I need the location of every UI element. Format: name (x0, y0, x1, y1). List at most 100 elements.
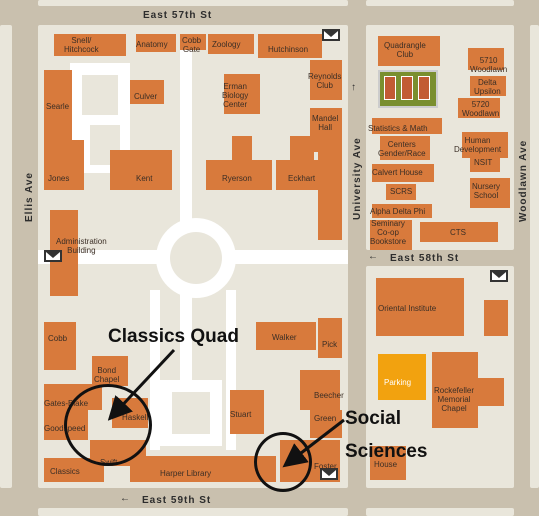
building-snell (54, 34, 126, 56)
label-snell: Snell/ Hitchcock (64, 36, 99, 54)
building-scrs (386, 184, 416, 200)
label-hutchinson: Hutchinson (268, 45, 309, 54)
building-culver (130, 80, 164, 104)
street-label-university: University Ave (352, 137, 363, 220)
mailbox-icon (322, 29, 340, 41)
walkway-center-vert (180, 50, 192, 250)
label-centers: Centers Gender/Race (378, 140, 426, 158)
building-zoology (208, 34, 254, 54)
building-5710 (468, 48, 504, 70)
building-harper (130, 456, 276, 482)
label-delta-upsilon: Delta Upsilon (474, 78, 501, 96)
building-stuart (230, 390, 264, 434)
tennis-courts (378, 70, 438, 108)
parking-lot (378, 354, 426, 400)
label-stats: Statistics & Math (368, 124, 428, 133)
building-stats (372, 118, 442, 134)
building-walker (256, 322, 316, 350)
label-jones: Jones (48, 174, 70, 183)
building-cts (420, 222, 498, 242)
street-label-58th: East 58th St (390, 253, 460, 264)
building-cobb (44, 322, 76, 370)
building-searle (44, 70, 72, 140)
building-oriental (376, 278, 464, 336)
label-scrs: SCRS (390, 187, 413, 196)
building-ida-noyes (370, 446, 406, 480)
label-rockefeller: Rockefeller Memorial Chapel (434, 386, 475, 413)
label-seminary: Seminary Co-op Bookstore (370, 219, 407, 246)
building-eckhart-north (290, 136, 314, 162)
building-calvert (372, 164, 434, 182)
building-nsit (470, 156, 500, 172)
building-ryerson (206, 160, 272, 190)
walkway-quad-inner (82, 75, 118, 115)
mailbox-icon (44, 250, 62, 262)
building-oriental-east (484, 300, 508, 336)
label-5710: 5710 Woodlawn (470, 56, 508, 74)
building-mandel (310, 108, 342, 152)
building-adp (372, 204, 432, 218)
label-5720: 5720 Woodlawn (462, 100, 500, 118)
label-cobb-gate: Cobb Gate (182, 36, 202, 54)
walkway-lower-vert (180, 290, 192, 390)
street-label-woodlawn: Woodlawn Ave (518, 139, 529, 222)
building-cobb-gate (180, 34, 206, 50)
building-pick (318, 318, 342, 358)
arrow-up-icon: ↑ (351, 82, 357, 93)
label-cts: CTS (450, 228, 466, 237)
road-58th (350, 250, 539, 266)
label-ida-noyes: House (374, 460, 398, 469)
label-calvert: Calvert House (372, 168, 423, 177)
label-harper: Harper Library (160, 469, 212, 478)
building-ryerson-north (232, 136, 252, 162)
label-walker: Walker (272, 333, 297, 342)
street-label-ellis: Ellis Ave (24, 172, 35, 222)
arrow-left-icon: ← (120, 493, 131, 504)
label-human-dev: Human Development (454, 136, 502, 154)
label-anatomy: Anatomy (136, 40, 168, 49)
block-top-edge (38, 0, 348, 6)
building-human-dev (462, 132, 508, 158)
building-east-wing (318, 150, 342, 240)
label-stuart: Stuart (230, 410, 252, 419)
label-kent: Kent (136, 174, 153, 183)
label-cobb: Cobb (48, 334, 68, 343)
label-beecher: Beecher (314, 391, 344, 400)
label-mandel: Mandel Hall (312, 114, 339, 132)
label-nursery: Nursery School (472, 182, 501, 200)
block-bottom-edge (38, 508, 348, 516)
building-erman (224, 74, 260, 114)
label-parking: Parking (384, 378, 412, 387)
building-centers (380, 136, 430, 160)
label-foster: Foster (314, 462, 337, 471)
street-label-59th: East 59th St (142, 495, 212, 506)
callout-classics-quad: Classics Quad (108, 326, 239, 347)
label-classics: Classics (50, 467, 80, 476)
label-eckhart: Eckhart (288, 174, 316, 183)
building-reynolds (310, 60, 342, 100)
circle-classics-quad (64, 384, 152, 466)
building-beecher (300, 370, 340, 410)
building-rockefeller-wing (470, 378, 504, 406)
block-top-edge-right (366, 0, 514, 6)
building-anatomy (136, 34, 176, 52)
label-pick: Pick (322, 340, 338, 349)
building-5720 (458, 98, 500, 118)
label-green: Green (314, 414, 337, 423)
label-nsit: NSIT (474, 158, 493, 167)
block-west-edge (0, 25, 12, 488)
mailbox-icon (320, 468, 338, 480)
label-ryerson: Ryerson (222, 174, 252, 183)
label-quadrangle: Quadrangle Club (384, 41, 426, 59)
label-erman: Erman Biology Center (222, 82, 249, 109)
label-reynolds: Reynolds Club (308, 72, 342, 90)
building-hutchinson (258, 34, 322, 58)
walkway-circle-inner (170, 232, 222, 284)
arrow-left-icon: ← (368, 251, 379, 262)
label-bond: Bond Chapel (94, 366, 120, 384)
building-nursery (470, 178, 510, 208)
circle-social-sciences (254, 432, 312, 492)
label-culver: Culver (134, 92, 158, 101)
building-jones (44, 140, 84, 190)
